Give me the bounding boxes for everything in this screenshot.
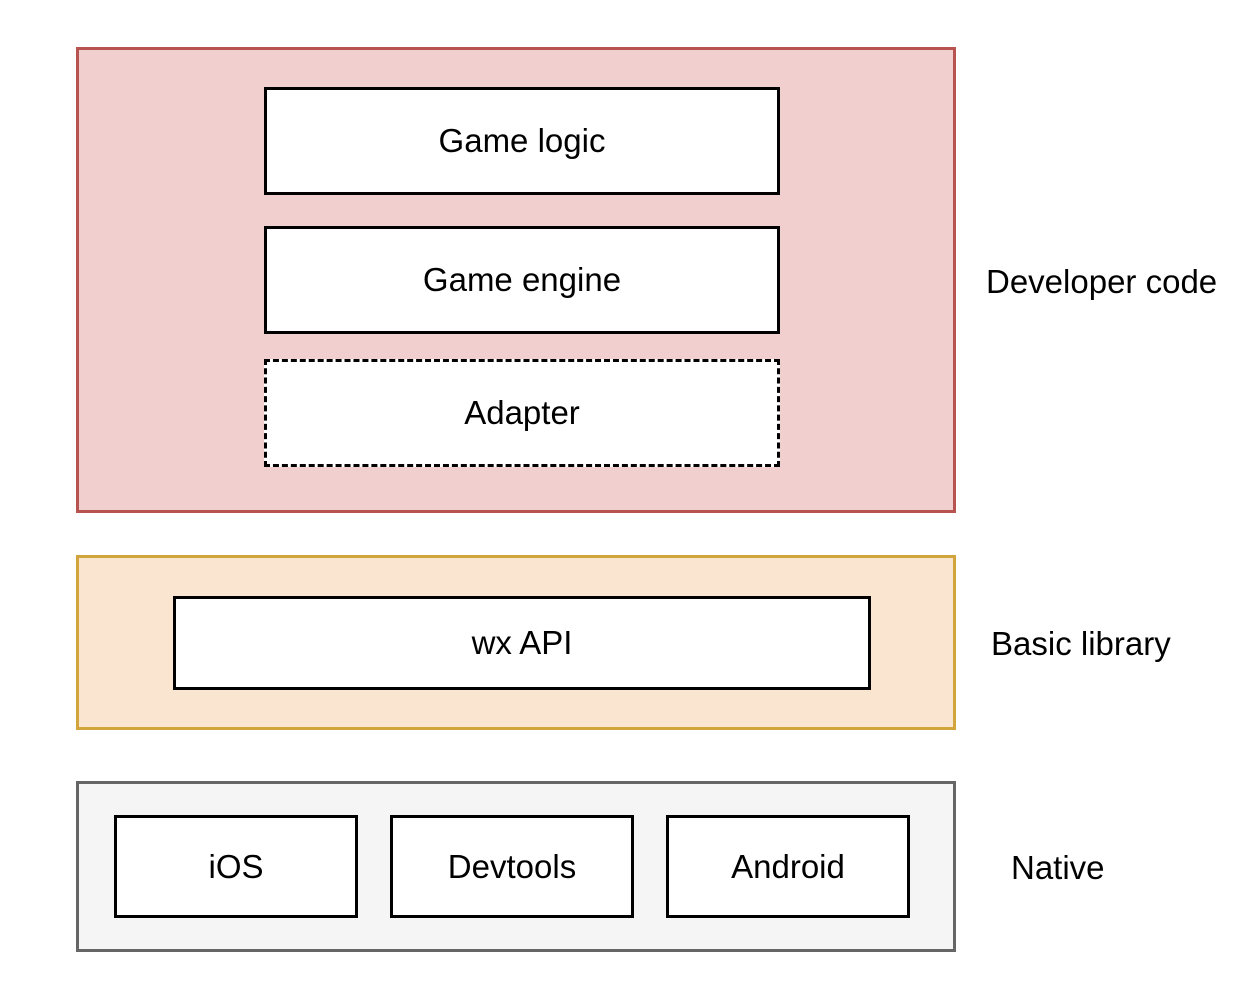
game-engine-label: Game engine (422, 261, 622, 298)
ios-box: iOS (114, 815, 358, 918)
adapter-box: Adapter (264, 359, 780, 467)
game-engine-box: Game engine (264, 226, 780, 334)
wx-api-box: wx API (173, 596, 871, 690)
ios-label: iOS (208, 847, 264, 885)
devtools-box: Devtools (390, 815, 634, 918)
game-logic-label: Game logic (438, 122, 606, 159)
devtools-label: Devtools (447, 847, 577, 885)
wx-api-label: wx API (471, 624, 573, 661)
basic-library-label: Basic library (991, 625, 1171, 662)
adapter-label: Adapter (464, 394, 580, 431)
android-label: Android (731, 847, 845, 885)
native-label: Native (1011, 849, 1105, 886)
developer-code-label: Developer code (986, 263, 1218, 300)
android-box: Android (666, 815, 910, 918)
game-logic-box: Game logic (264, 87, 780, 195)
